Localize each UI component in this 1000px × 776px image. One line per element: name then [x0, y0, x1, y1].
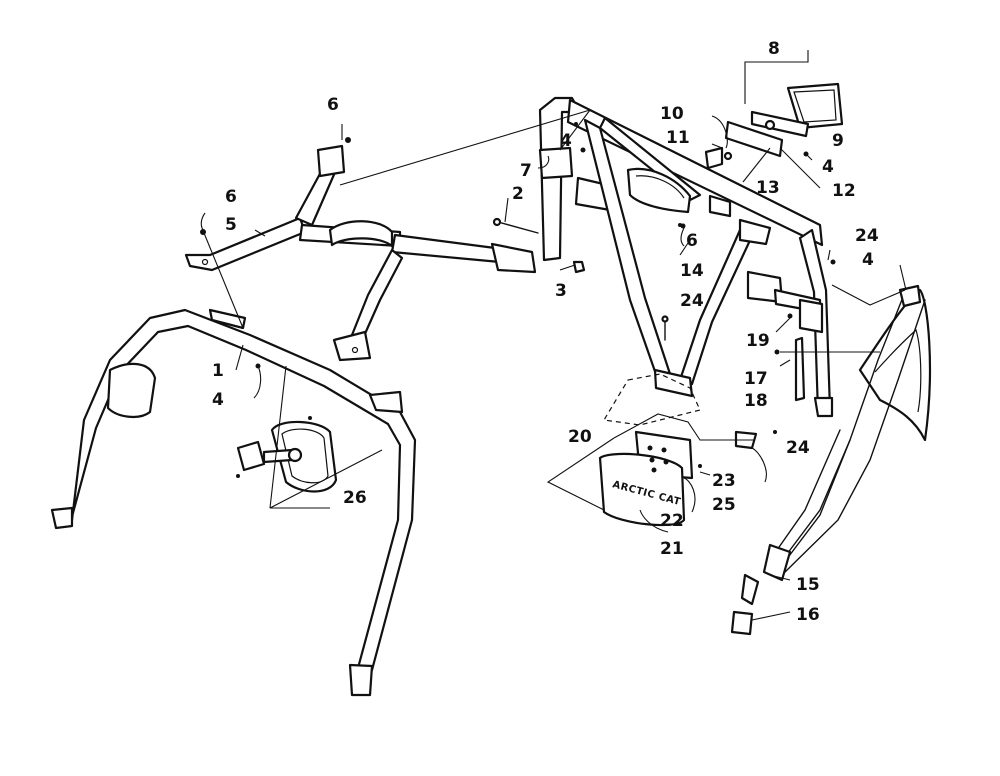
- callout-8: 8: [768, 39, 780, 59]
- side-net-assembly: [730, 284, 932, 636]
- callout-4: 4: [560, 131, 572, 151]
- callout-labels: 6 6 5 1 4 26 7 4 2 3 8 10 11 9 4 12 13 6…: [212, 39, 879, 625]
- fastener-dots: [200, 137, 836, 369]
- front-rops-hoop: [50, 308, 417, 697]
- callout-22: 22: [660, 511, 684, 531]
- callout-4: 4: [212, 390, 224, 410]
- callout-13: 13: [756, 178, 780, 198]
- callout-24: 24: [855, 226, 879, 246]
- callout-17: 17: [744, 369, 768, 389]
- callout-5: 5: [225, 215, 237, 235]
- front-upper-brace: [184, 144, 537, 362]
- callout-16: 16: [796, 605, 820, 625]
- callout-23: 23: [712, 471, 736, 491]
- callout-24: 24: [680, 291, 704, 311]
- callout-25: 25: [712, 495, 736, 515]
- callout-15: 15: [796, 575, 820, 595]
- callout-4: 4: [822, 157, 834, 177]
- callout-4: 4: [862, 250, 874, 270]
- callout-6: 6: [225, 187, 237, 207]
- rear-view-mirror-kit: [236, 416, 338, 493]
- callout-7: 7: [520, 161, 532, 181]
- hardware-nut-3: [572, 260, 586, 274]
- hardware-bolt-24: [661, 315, 669, 341]
- hardware-bolt-2: [492, 217, 539, 234]
- callout-2: 2: [512, 184, 524, 204]
- callout-1: 1: [212, 361, 224, 381]
- callout-14: 14: [680, 261, 704, 281]
- callout-12: 12: [832, 181, 856, 201]
- callout-24: 24: [786, 438, 810, 458]
- callout-11: 11: [666, 128, 690, 148]
- callout-18: 18: [744, 391, 768, 411]
- light-assembly: [704, 82, 844, 170]
- callout-21: 21: [660, 539, 684, 559]
- callout-6: 6: [686, 231, 698, 251]
- rear-rops-frame: [538, 96, 834, 426]
- leader-lines: [200, 50, 907, 621]
- callout-9: 9: [832, 131, 844, 151]
- callout-6: 6: [327, 95, 339, 115]
- license-plate-light-assembly: ARCTIC CAT: [598, 430, 777, 527]
- callout-20: 20: [568, 427, 592, 447]
- callout-3: 3: [555, 281, 567, 301]
- callout-10: 10: [660, 104, 684, 124]
- callout-26: 26: [343, 488, 367, 508]
- callout-19: 19: [746, 331, 770, 351]
